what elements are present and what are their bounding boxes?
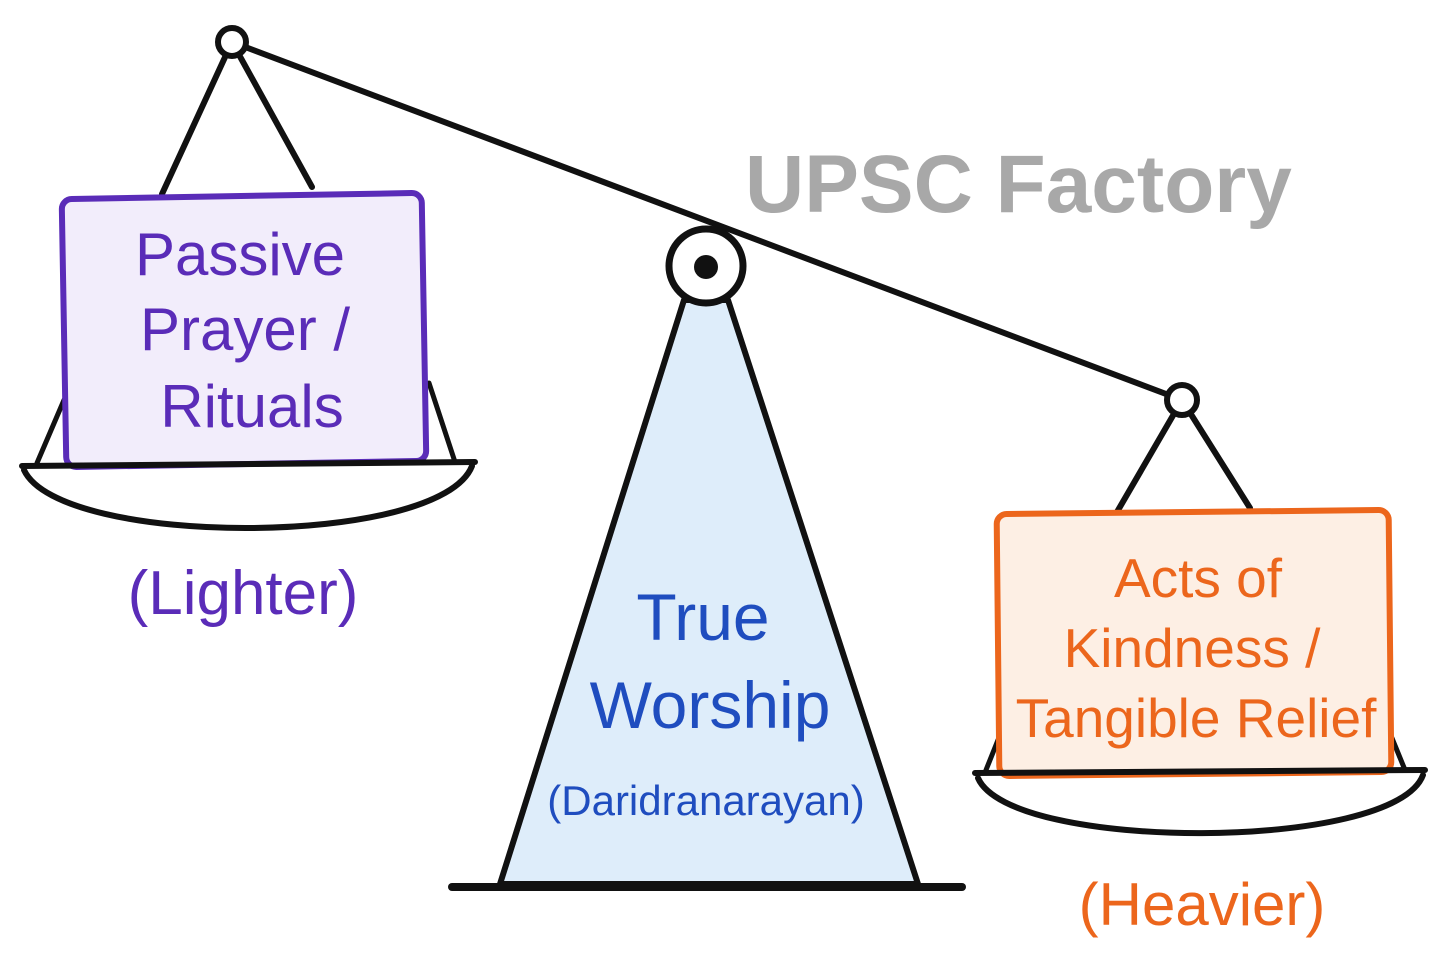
right-weight-line-3: Tangible Relief bbox=[1016, 687, 1377, 749]
left-beam-ring bbox=[215, 25, 249, 59]
right-pan-bowl bbox=[975, 772, 1426, 837]
watermark: UPSC Factory bbox=[745, 139, 1292, 230]
fulcrum-label-line-2: Worship bbox=[590, 668, 831, 742]
right-hanger-string-1 bbox=[1114, 397, 1185, 515]
right-caption: (Heavier) bbox=[1079, 871, 1326, 938]
fulcrum-label-subtitle: (Daridranarayan) bbox=[547, 777, 864, 824]
right-weight-line-1: Acts of bbox=[1114, 547, 1283, 609]
left-pan-string-2 bbox=[426, 380, 458, 465]
left-weight-label: Passive Prayer / Rituals bbox=[135, 221, 350, 440]
left-caption-group: (Lighter) bbox=[128, 559, 359, 628]
right-weight-label: Acts of Kindness / Tangible Relief bbox=[1016, 547, 1377, 749]
left-hanger-string-2 bbox=[229, 39, 315, 190]
pivot-dot bbox=[694, 255, 718, 279]
scale-beam bbox=[229, 39, 1185, 403]
watermark-text: UPSC Factory bbox=[745, 139, 1292, 230]
right-weight-line-2: Kindness / bbox=[1064, 617, 1322, 679]
fulcrum-label: True Worship (Daridranarayan) bbox=[547, 580, 864, 824]
left-weight-line-1: Passive bbox=[135, 221, 345, 288]
right-beam-ring bbox=[1164, 382, 1200, 418]
left-pan-bowl bbox=[21, 463, 475, 531]
left-pan-rim bbox=[19, 459, 478, 469]
right-pan-rim bbox=[972, 767, 1428, 776]
fulcrum-label-line-1: True bbox=[636, 580, 769, 654]
left-weight-line-2: Prayer / bbox=[140, 296, 350, 363]
right-hanger-string-2 bbox=[1179, 397, 1253, 511]
left-hanger-string-1 bbox=[159, 39, 235, 197]
left-pan-string-1 bbox=[34, 397, 67, 466]
right-caption-group: (Heavier) bbox=[1079, 871, 1326, 938]
left-caption: (Lighter) bbox=[128, 559, 359, 628]
left-weight-line-3: Rituals bbox=[160, 373, 343, 440]
